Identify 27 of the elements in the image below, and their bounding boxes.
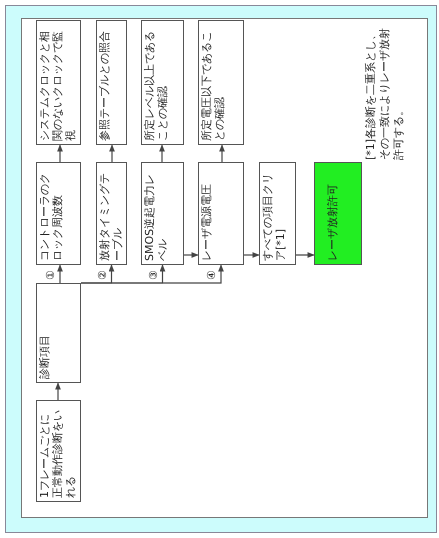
- arrow: [57, 144, 63, 162]
- arrow: [81, 264, 224, 284]
- process-box: レーザ電源電圧: [198, 162, 244, 265]
- edge-label: ①: [45, 270, 57, 280]
- process-box: すべての項目クリア[*1]: [259, 162, 296, 265]
- result-box: レーザ放射許可: [314, 162, 362, 265]
- process-box: 診断項目: [36, 283, 81, 383]
- arrow: [244, 252, 260, 258]
- process-box: 1フレームごとに正常動作診断をいれる: [36, 400, 81, 502]
- arrow: [184, 252, 199, 258]
- process-box: 所定レベル以上であることの確認: [141, 20, 184, 145]
- arrow: [219, 144, 225, 162]
- arrow: [57, 264, 63, 283]
- process-box: SMOS逆起電力レベル: [141, 162, 184, 265]
- edge-label: ③: [148, 270, 160, 280]
- process-box: 放射タイミングテーブル: [96, 162, 127, 265]
- arrow: [159, 144, 165, 162]
- arrow: [109, 144, 115, 162]
- footnote: [*1]各診断を二重系とし、その一致によりレーザ放射許可する。: [364, 27, 406, 160]
- edge-label: ②: [96, 270, 108, 280]
- process-box: システムクロックと相関のないクロックで監視: [36, 20, 81, 145]
- arrow: [55, 382, 61, 400]
- process-box: 参照テーブルとの照合: [96, 20, 127, 145]
- arrow: [296, 252, 315, 258]
- process-box: コントローラのクロック周波数: [36, 162, 81, 265]
- process-box: 所定電圧以下であることの確認: [198, 20, 244, 145]
- edge-label: ④: [206, 270, 218, 280]
